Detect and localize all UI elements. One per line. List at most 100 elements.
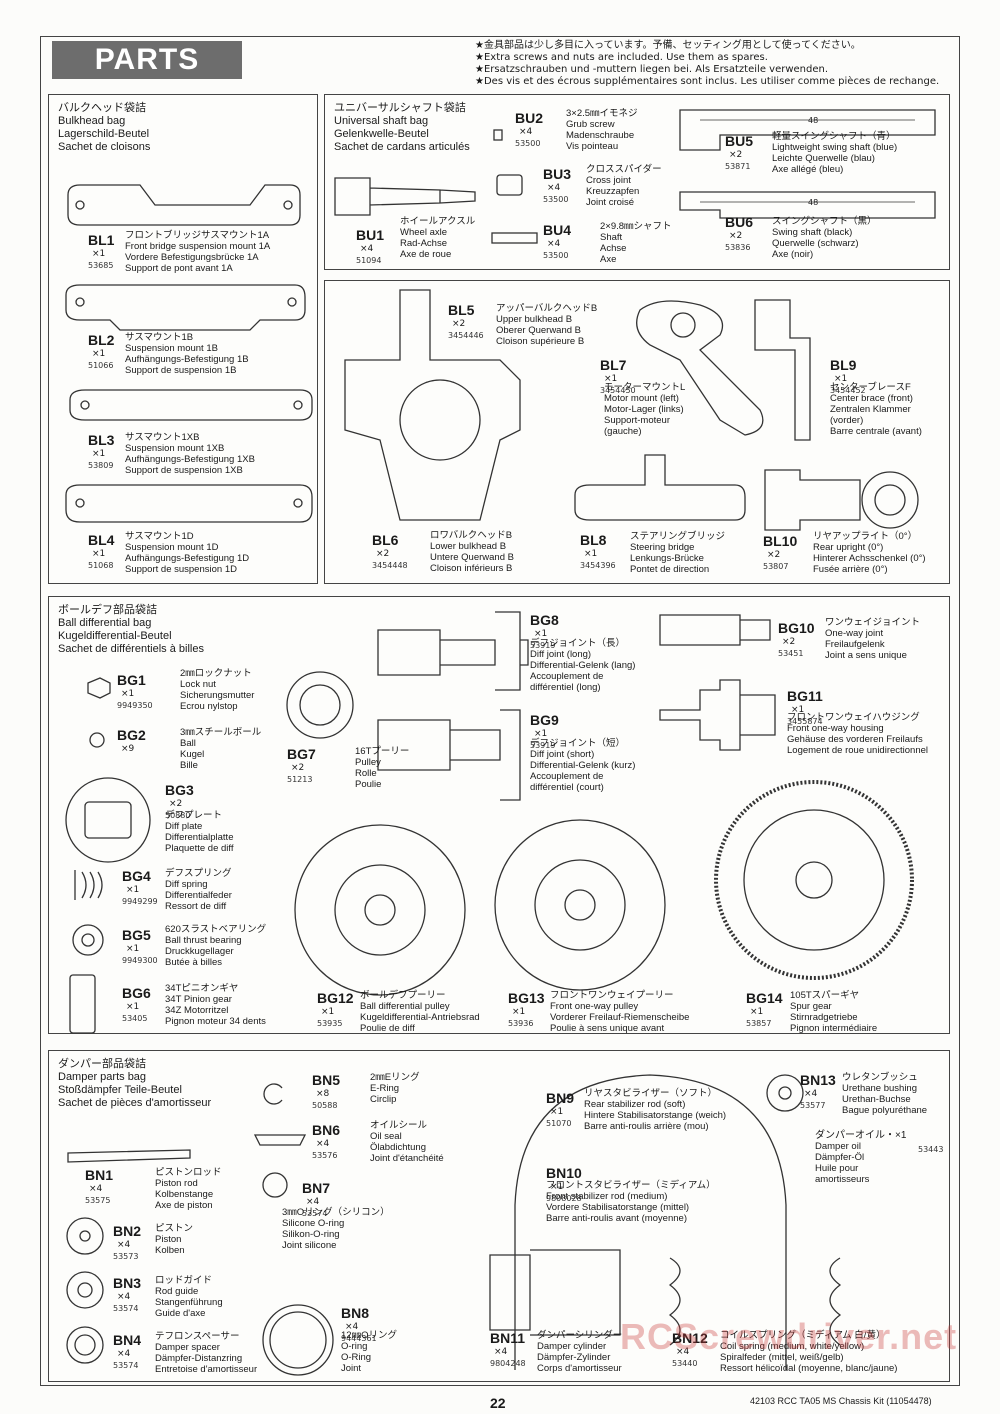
page-title: PARTS [52,41,242,79]
bn7-drawing [262,1172,288,1198]
bu2-part-number: 53500 [515,139,541,148]
bn3-qty: ×4 [117,1292,131,1302]
bu4-part-number: 53500 [543,251,569,260]
bn12-part-number: 53440 [672,1359,698,1368]
diff-box [48,596,950,1034]
bn13-code: BN13 [800,1072,836,1088]
bn8-code: BN8 [341,1305,370,1321]
bn13-part-number: 53577 [800,1101,826,1110]
bl4-qty: ×1 [92,549,106,559]
bulkhead-box [48,94,318,584]
bu2-qty: ×4 [519,127,533,137]
bg3-qty: ×2 [169,799,183,809]
bn6-code: BN6 [312,1122,341,1138]
bn6-part-number: 53576 [312,1151,338,1160]
page-number: 22 [490,1395,506,1411]
bn8-qty: ×4 [345,1322,359,1332]
bg8-drawing [377,611,529,691]
bg11-part-number: 3455874 [787,717,823,726]
bg10-drawing [659,614,771,646]
bg12-qty: ×1 [321,1007,335,1017]
bu2-code: BU2 [515,110,544,126]
bn1-part-number: 53575 [85,1196,111,1205]
bl10-code: BL10 [763,533,798,549]
bl5-part-number: 3454446 [448,331,484,340]
bn9-description: リヤスタビライザー（ソフト）Rear stabilizer rod (soft)… [584,1088,727,1132]
bn9-part-number: 51070 [546,1119,572,1128]
bg10-part-number: 53451 [778,649,804,658]
bg5-part-number: 9949300 [122,956,158,965]
bulkhead-upper-box [324,280,950,584]
bn3-code: BN3 [113,1275,142,1291]
bg7-part-number: 51213 [287,775,313,784]
bl3-drawing [69,389,313,421]
bu3-drawing [496,174,523,196]
bg2-drawing [89,732,105,748]
bg2-qty: ×9 [121,744,135,754]
bg3-code: BG3 [165,782,194,798]
bl3-code: BL3 [88,432,115,448]
bg3-part-number: 50880 [165,811,191,820]
bl4-drawing [65,484,313,523]
bl5-bl6-drawing [344,289,521,521]
bn11-drawing [489,1249,621,1336]
bg14-part-number: 53857 [746,1019,772,1028]
bg9-part-number: 53919 [530,741,556,750]
bn7-qty: ×4 [306,1197,320,1207]
page-frame [40,36,960,1386]
note-fr: ★Des vis et des écrous supplémentaires s… [475,76,940,87]
bl8-qty: ×1 [584,549,598,559]
bn5-part-number: 50588 [312,1101,338,1110]
bl10-part-number: 53807 [763,562,789,571]
bg1-part-number: 9949350 [117,701,153,710]
bn12-drawing [668,1257,842,1346]
bl2-part-number: 51066 [88,361,114,370]
bn5-code: BN5 [312,1072,341,1088]
bl2-qty: ×1 [92,349,106,359]
bu5-code: BU5 [725,133,754,149]
bn13-qty: ×4 [804,1089,818,1099]
note-de: ★Ersatzschrauben und -muttern liegen bei… [475,64,829,75]
bn11-qty: ×4 [494,1347,508,1357]
bl9-part-number: 3454452 [830,386,866,395]
bg8-code: BG8 [530,612,559,628]
bg13-code: BG13 [508,990,545,1006]
bg7-code: BG7 [287,746,316,762]
bu6-code: BU6 [725,214,754,230]
bg5-qty: ×1 [126,944,140,954]
bg9-qty: ×1 [534,729,548,739]
bl10-description: リヤアップライト（0°）Rear upright (0°)Hinterer Ac… [813,531,926,575]
bg3-drawing [65,777,151,863]
bg5-drawing [72,924,104,956]
bg1-drawing [87,677,111,699]
bl3-qty: ×1 [92,449,106,459]
bg9-description: デフジョイント（短）Diff joint (short)Differential… [530,738,636,793]
bg10-code: BG10 [778,620,815,636]
bn9-bn10-drawing [514,1074,787,1370]
bg7-drawing [286,671,354,739]
bu6-dim: 48 [808,198,819,207]
bg4-qty: ×1 [126,885,140,895]
bl1-drawing [67,184,301,226]
bn12-code: BN12 [672,1330,708,1346]
bu1-part-number: 51094 [356,256,382,265]
bn10-description: フロントスタビライザー（ミディアム）Front stabilizer rod (… [546,1180,716,1224]
bu5-drawing [679,109,936,151]
damper-box [48,1050,950,1382]
